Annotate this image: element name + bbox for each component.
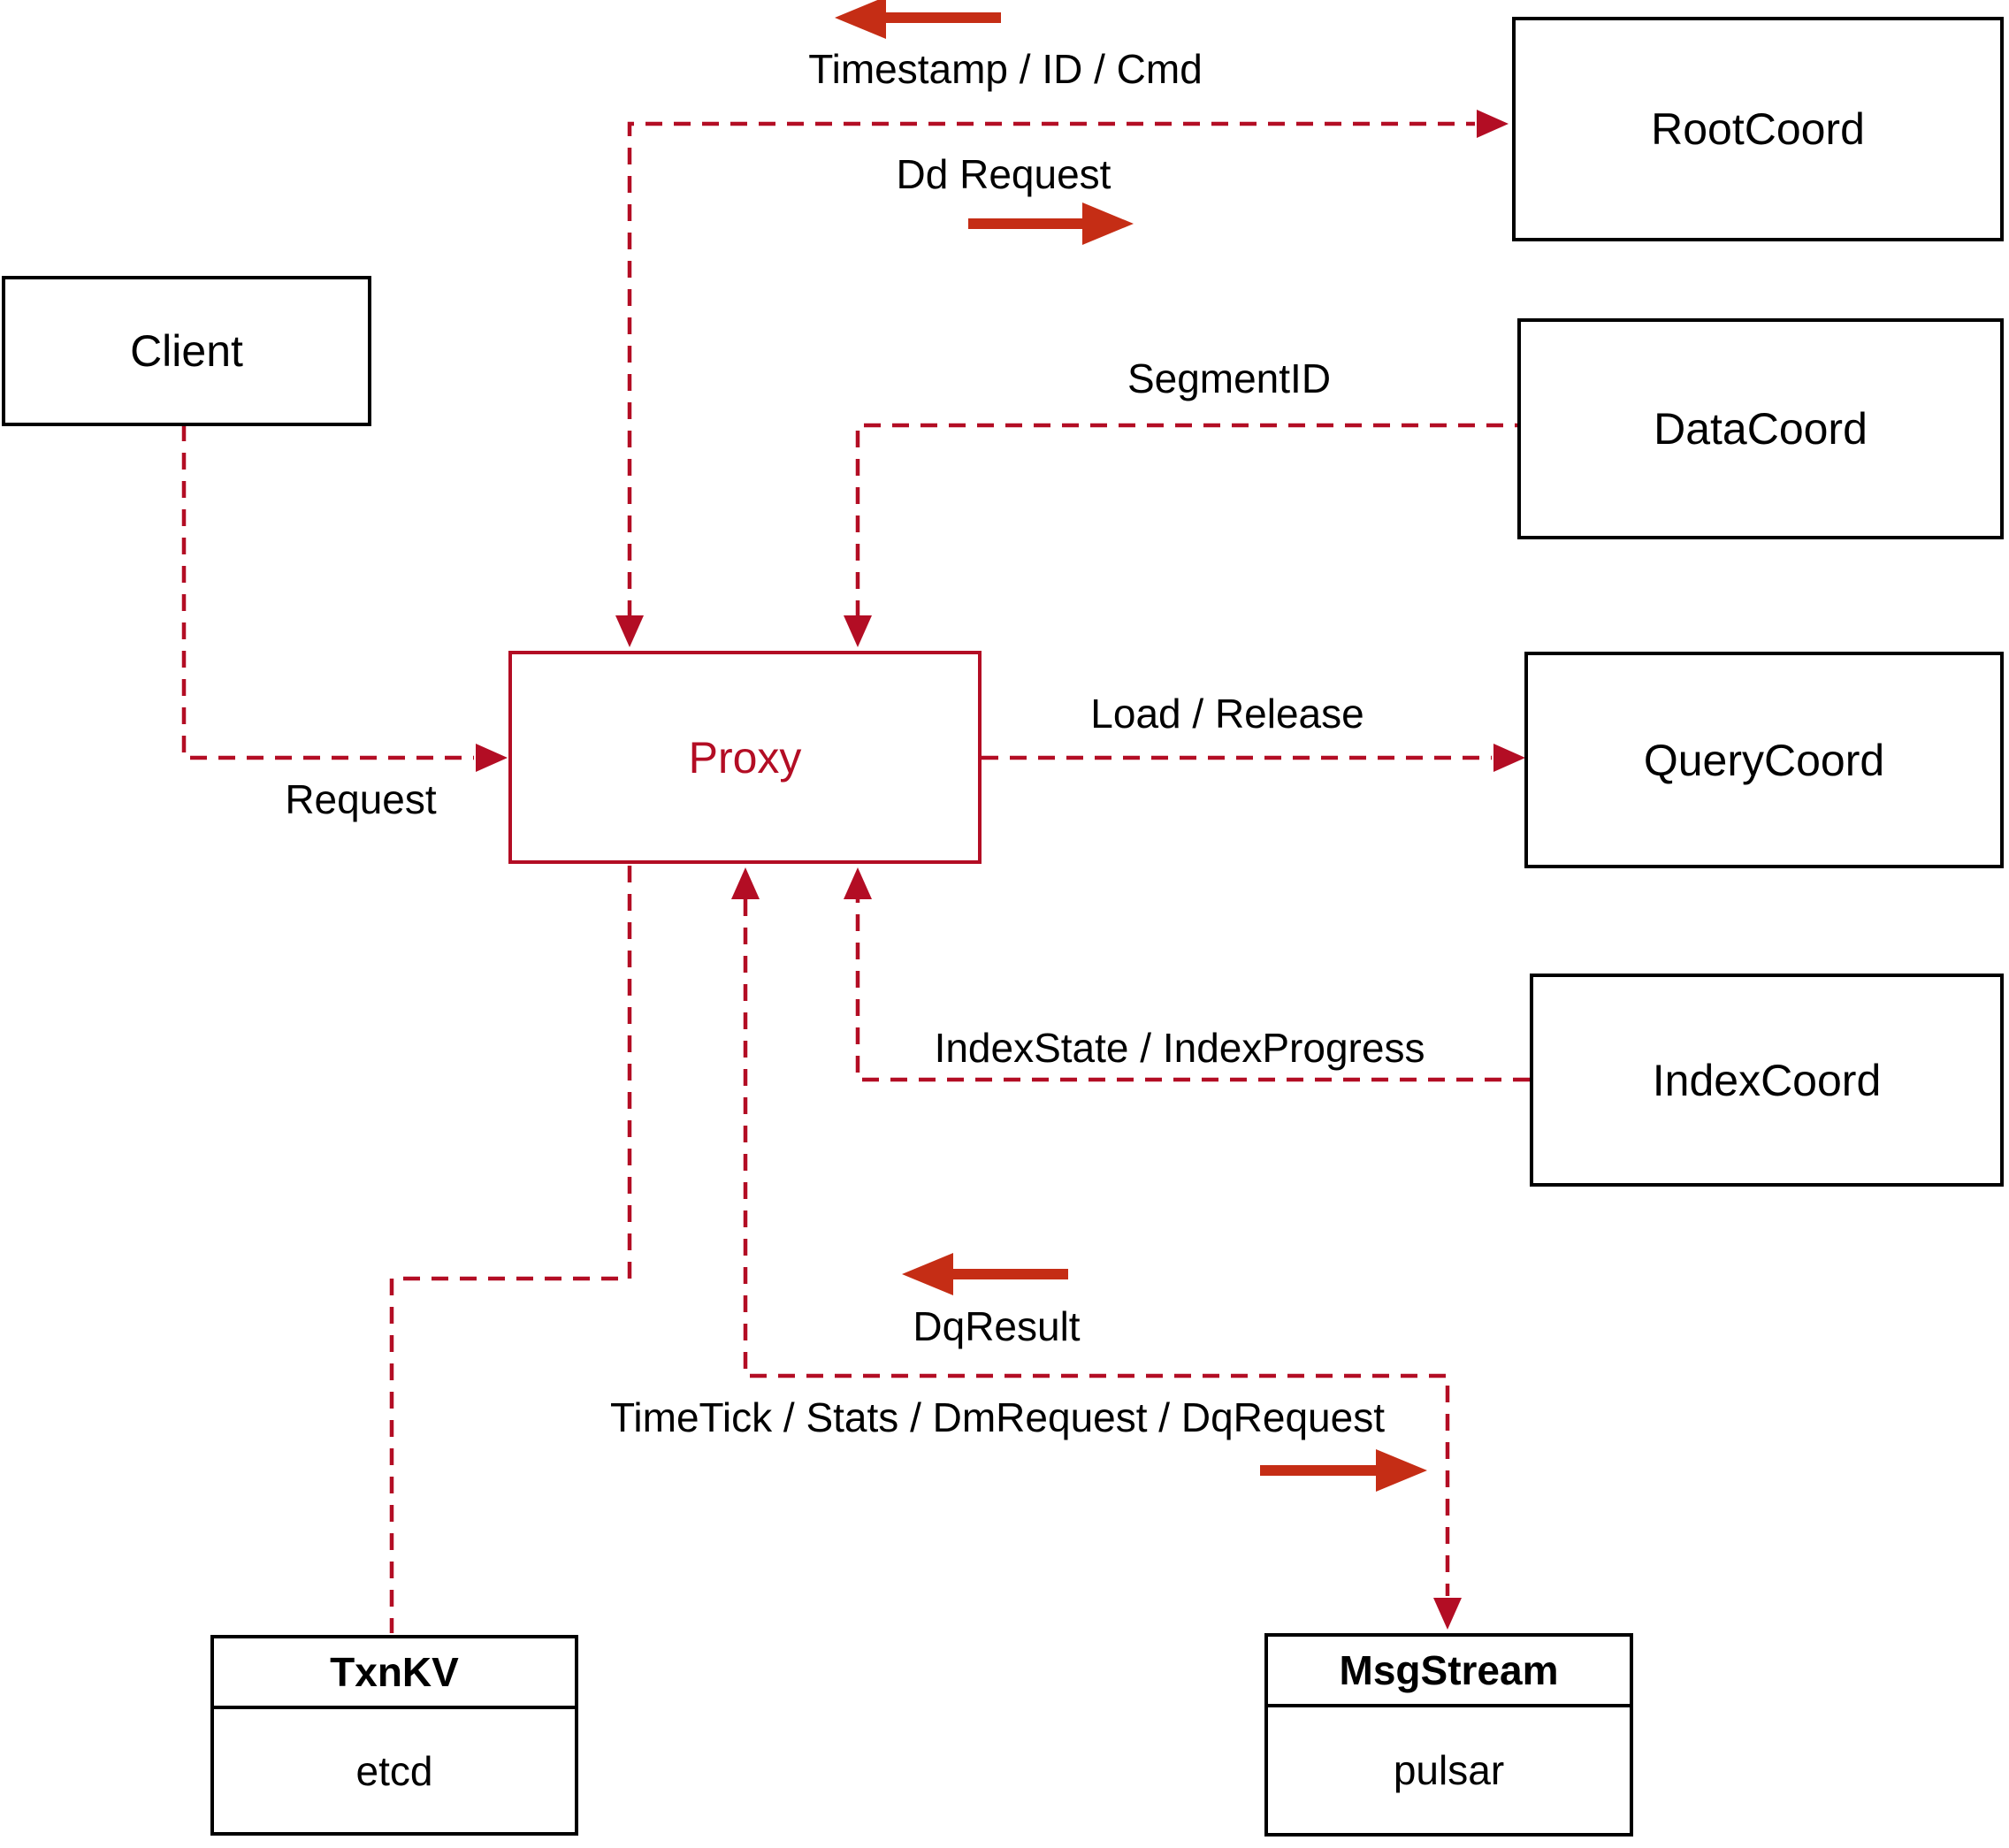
edge-label-dd-request: Dd Request [896,151,1111,197]
node-indexcoord-label: IndexCoord [1652,1055,1882,1105]
edge-client-to-proxy [181,424,474,760]
edge-label-dq-result: DqResult [913,1303,1081,1349]
time-tick-direction-arrow-icon [1260,1449,1427,1492]
edge-datacoord-to-proxy [855,423,1518,617]
edge-label-time-tick: TimeTick / Stats / DmRequest / DqRequest [610,1394,1385,1440]
node-msgstream-title: MsgStream [1268,1637,1630,1707]
timestamp-direction-arrow-icon [835,0,1001,39]
node-proxy-label: Proxy [688,732,802,783]
node-txnkv: TxnKV etcd [210,1635,578,1836]
dd-request-direction-arrow-icon [968,202,1134,245]
node-msgstream-impl: pulsar [1393,1747,1505,1793]
node-querycoord-label: QueryCoord [1643,735,1885,785]
arrowhead-into-msgstream [1433,1598,1462,1630]
arrowhead-into-proxy-left [476,744,508,772]
edge-label-index-state: IndexState / IndexProgress [934,1025,1425,1071]
arrowhead-into-rootcoord [1477,110,1509,138]
node-proxy: Proxy [508,651,982,864]
node-datacoord-label: DataCoord [1654,404,1868,454]
node-rootcoord-label: RootCoord [1651,104,1865,154]
node-client: Client [2,276,371,426]
node-querycoord: QueryCoord [1524,652,2004,868]
node-msgstream: MsgStream pulsar [1264,1633,1633,1837]
edge-label-load-release: Load / Release [1090,691,1364,737]
edge-label-request: Request [285,776,437,822]
edge-proxy-to-txnkv [389,866,632,1633]
node-datacoord: DataCoord [1517,318,2004,539]
arrowhead-into-proxy-bottom-right [844,867,872,899]
dq-result-direction-arrow-icon [902,1253,1068,1295]
edge-label-segment-id: SegmentID [1127,355,1332,401]
arrowhead-into-proxy-top-right [844,615,872,647]
node-txnkv-title: TxnKV [214,1638,575,1709]
node-rootcoord: RootCoord [1512,17,2004,241]
node-txnkv-impl: etcd [355,1747,433,1794]
arrowhead-into-querycoord [1493,744,1525,772]
node-client-label: Client [130,326,243,376]
arrowhead-into-proxy-bottom-left [731,867,760,899]
edge-label-timestamp-id-cmd: Timestamp / ID / Cmd [808,46,1203,92]
edge-msgstream-to-proxy [743,899,1450,1596]
node-indexcoord: IndexCoord [1530,974,2004,1187]
arrowhead-into-proxy-top-left [615,615,644,647]
edge-indexcoord-to-proxy [855,899,1530,1082]
edge-proxy-to-rootcoord [627,121,1475,617]
